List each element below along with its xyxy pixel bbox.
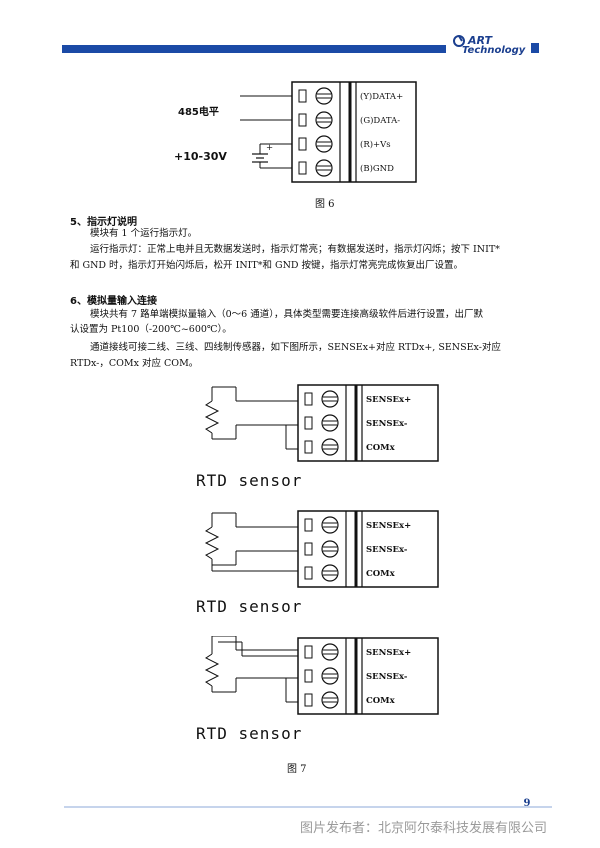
rtd-terminal-sense-plus: SENSEx+ bbox=[366, 648, 411, 658]
logo-text-technology: Technology bbox=[462, 45, 526, 56]
fig6-terminal-1: (Y)DATA+ bbox=[360, 91, 403, 102]
page-number: 9 bbox=[523, 798, 531, 809]
header-square bbox=[531, 43, 539, 53]
fig6-terminal-4: (B)GND bbox=[360, 163, 394, 174]
logo-swirl-icon bbox=[453, 35, 465, 47]
section6-p2-line1: 通道接线可接二线、三线、四线制传感器，如下图所示，SENSEx+对应 RTDx+… bbox=[90, 342, 501, 353]
svg-text:+: + bbox=[266, 143, 273, 153]
fig6-terminal-3: (R)+Vs bbox=[360, 139, 391, 150]
rtd-terminal-sense-minus: SENSEx- bbox=[366, 672, 408, 682]
section6-p1-line2: 认设置为 Pt100（-200℃~600℃）。 bbox=[70, 324, 232, 335]
rtd-sensor-label: RTD sensor bbox=[196, 724, 303, 743]
fig7-caption: 图 7 bbox=[287, 764, 307, 775]
rtd-diagram-four-wire: SENSEx+ SENSEx- COMx bbox=[204, 636, 439, 715]
section6-p1-line1: 模块共有 7 路单端模拟量输入（0～6 通道），具体类型需要连接高级软件后进行设… bbox=[90, 309, 483, 320]
fig6-caption: 图 6 bbox=[315, 199, 335, 210]
fig6-label-485: 485电平 bbox=[178, 107, 219, 118]
header-bar bbox=[62, 45, 446, 53]
rtd-terminal-com: COMx bbox=[366, 443, 396, 453]
publisher-watermark: 图片发布者：北京阿尔泰科技发展有限公司 bbox=[300, 821, 548, 836]
section6-p2-line2: RTDx-，COMx 对应 COM。 bbox=[70, 358, 199, 369]
section5-title: 5、指示灯说明 bbox=[70, 217, 137, 228]
fig6-terminal-2: (G)DATA- bbox=[360, 115, 400, 126]
section5-p2-line1: 运行指示灯：正常上电并且无数据发送时，指示灯常亮；有数据发送时，指示灯闪烁；按下… bbox=[90, 244, 500, 255]
rtd-sensor-label: RTD sensor bbox=[196, 471, 303, 490]
rtd-terminal-sense-plus: SENSEx+ bbox=[366, 395, 411, 405]
rtd-diagram-two-wire: SENSEx+ SENSEx- COMx bbox=[204, 384, 439, 462]
footer-line bbox=[64, 806, 552, 808]
rtd-terminal-sense-minus: SENSEx- bbox=[366, 419, 408, 429]
fig6-terminal-diagram: + (Y)DATA+ (G)DATA- (R)+Vs (B)GND bbox=[240, 81, 417, 183]
rtd-terminal-sense-minus: SENSEx- bbox=[366, 545, 408, 555]
section5-p1: 模块有 1 个运行指示灯。 bbox=[90, 228, 198, 239]
section6-title: 6、模拟量输入连接 bbox=[70, 296, 157, 307]
fig6-label-voltage: +10-30V bbox=[174, 150, 227, 163]
rtd-terminal-sense-plus: SENSEx+ bbox=[366, 521, 411, 531]
art-logo: ART Technology bbox=[452, 34, 530, 60]
rtd-terminal-com: COMx bbox=[366, 569, 396, 579]
rtd-sensor-label: RTD sensor bbox=[196, 597, 303, 616]
rtd-diagram-three-wire: SENSEx+ SENSEx- COMx bbox=[204, 510, 439, 588]
rtd-terminal-com: COMx bbox=[366, 696, 396, 706]
section5-p2-line2: 和 GND 时，指示灯开始闪烁后，松开 INIT*和 GND 按键，指示灯常亮完… bbox=[70, 260, 464, 271]
logo-text-art: ART bbox=[468, 34, 492, 47]
